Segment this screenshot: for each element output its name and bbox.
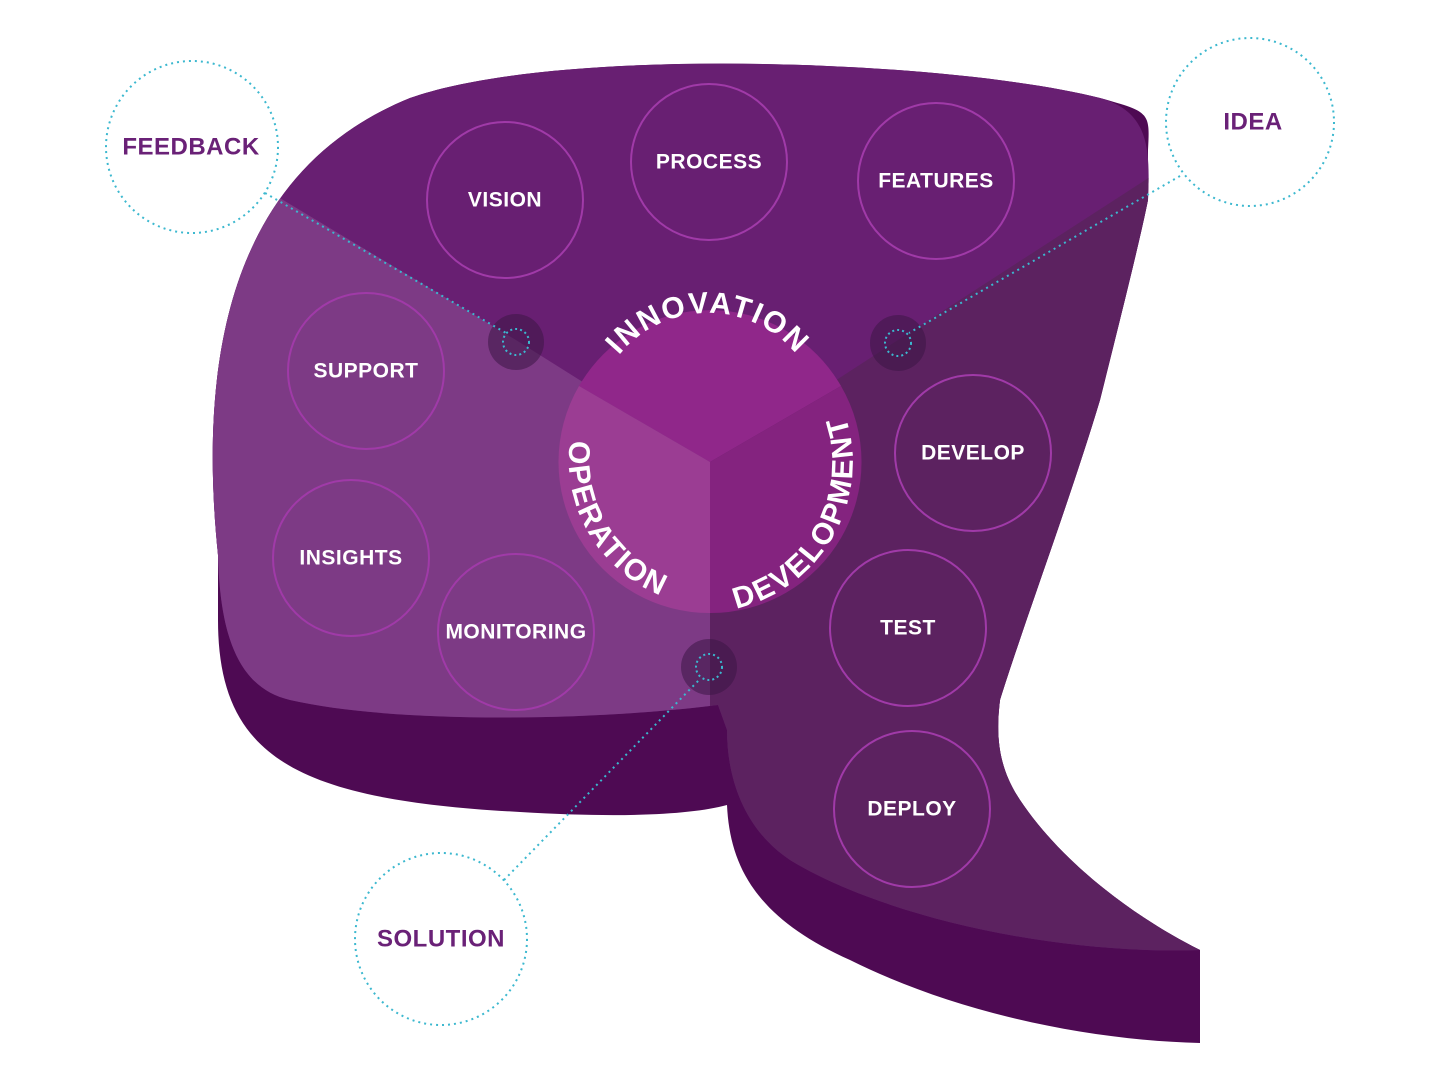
node-support-ring — [287, 292, 445, 450]
anchor-idea — [870, 315, 926, 371]
anchor-idea-ring — [884, 329, 912, 357]
node-monitoring: MONITORING — [445, 621, 586, 644]
callout-solution: SOLUTION — [377, 926, 505, 953]
node-deploy: DEPLOY — [867, 798, 956, 821]
callout-idea: IDEA — [1223, 109, 1282, 136]
callout-feedback-circle — [105, 60, 279, 234]
node-insights-ring — [272, 479, 430, 637]
node-process-ring — [630, 83, 788, 241]
node-monitoring-ring — [437, 553, 595, 711]
anchor-solution-ring — [695, 653, 723, 681]
callout-solution-circle — [354, 852, 528, 1026]
callout-feedback: FEEDBACK — [122, 134, 260, 161]
node-develop: DEVELOP — [921, 442, 1025, 465]
node-features-ring — [857, 102, 1015, 260]
hub-operation-sector — [558, 386, 710, 614]
node-develop-ring — [894, 374, 1052, 532]
anchors — [488, 314, 926, 695]
node-process: PROCESS — [656, 151, 762, 174]
node-vision: VISION — [468, 189, 542, 212]
callout-idea-circle — [1165, 37, 1335, 207]
node-deploy-ring — [833, 730, 991, 888]
node-features: FEATURES — [878, 170, 994, 193]
node-insights: INSIGHTS — [299, 547, 402, 570]
node-vision-ring — [426, 121, 584, 279]
callouts: FEEDBACK IDEA SOLUTION — [105, 37, 1335, 1026]
anchor-feedback-ring — [502, 328, 530, 356]
hub-innovation-sector — [579, 310, 841, 462]
node-test: TEST — [880, 617, 936, 640]
nodes — [272, 83, 1052, 888]
connectors — [264, 175, 1181, 881]
hub-development-sector — [710, 386, 862, 614]
anchor-feedback — [488, 314, 544, 370]
hub — [558, 310, 862, 614]
node-support: SUPPORT — [313, 360, 418, 383]
connector-idea — [908, 175, 1181, 334]
connector-feedback — [264, 192, 507, 334]
node-test-ring — [829, 549, 987, 707]
anchor-solution — [681, 639, 737, 695]
